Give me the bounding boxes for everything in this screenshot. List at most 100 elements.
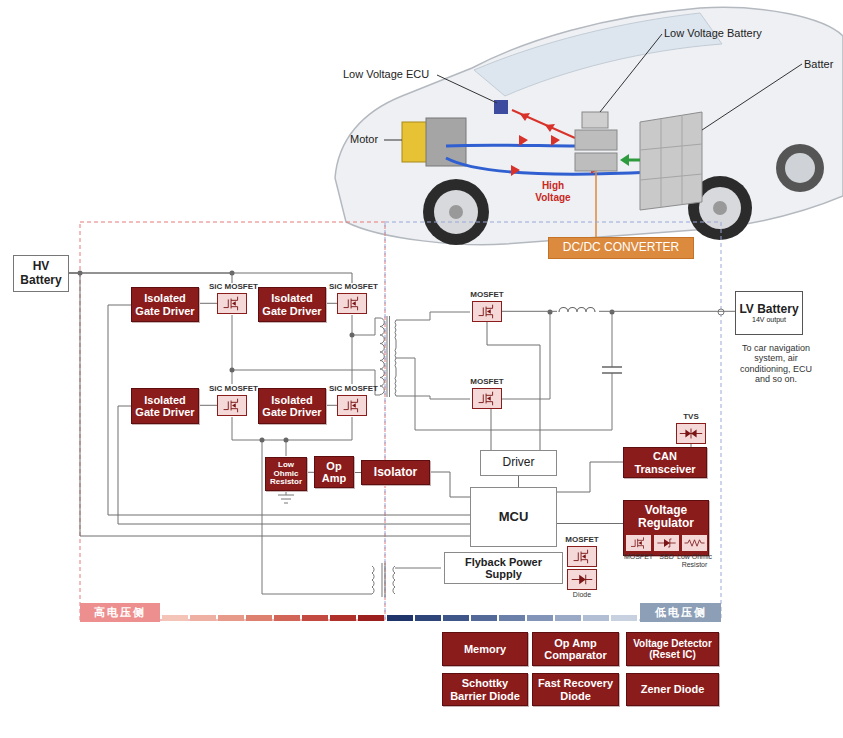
mosfet-lines bbox=[344, 297, 358, 311]
bar-segment bbox=[611, 615, 637, 621]
wire-connector bbox=[199, 405, 217, 406]
component-box: Isolator bbox=[361, 460, 430, 485]
low-voltage-region bbox=[385, 222, 721, 620]
mosfet-lines bbox=[479, 305, 493, 319]
part-box: TVS bbox=[671, 413, 711, 445]
capacitor bbox=[602, 367, 622, 373]
legend-box: Zener Diode bbox=[626, 673, 719, 706]
part-box: MOSFET bbox=[625, 533, 652, 571]
node-text: SiC MOSFET bbox=[329, 385, 375, 394]
part-box: SiC MOSFET bbox=[329, 283, 375, 319]
resistor-zigzag bbox=[685, 540, 705, 546]
block-box: Driver bbox=[480, 450, 557, 476]
battery-box: HV Battery bbox=[13, 255, 69, 292]
node-text: 14V output bbox=[738, 316, 800, 324]
bar-segment bbox=[415, 615, 441, 621]
bar-segment bbox=[358, 615, 384, 621]
legend-box: Op Amp Comparator bbox=[532, 632, 619, 666]
wire-connector bbox=[69, 273, 232, 283]
part-box: MOSFET bbox=[462, 378, 512, 411]
part-symbol-box bbox=[472, 301, 502, 322]
wire-connector bbox=[199, 303, 217, 304]
mosfet-symbol bbox=[473, 302, 501, 321]
text-label: To car navigation system, air conditioni… bbox=[738, 343, 814, 384]
part-symbol-box bbox=[337, 395, 367, 416]
converter-box: DC/DC CONVERTER bbox=[548, 237, 694, 259]
mosfet-symbol bbox=[218, 396, 246, 415]
wire-connector bbox=[108, 305, 470, 515]
node-text: Voltage Regulator bbox=[626, 504, 706, 530]
part-symbol-box bbox=[217, 293, 247, 314]
schottky-lines bbox=[657, 539, 675, 547]
blue-gradient-bar bbox=[387, 615, 637, 621]
tvs-triangles bbox=[685, 429, 696, 437]
battery-box: LV Battery14V output bbox=[735, 291, 803, 335]
car-window bbox=[474, 13, 722, 96]
node-text: Op Amp Comparator bbox=[535, 637, 616, 661]
flyback-secondary bbox=[393, 566, 395, 594]
block-box: Flyback Power Supply bbox=[444, 552, 563, 583]
mosfet-lines bbox=[224, 297, 238, 311]
mosfet-arrow bbox=[352, 403, 356, 408]
mosfet-lines bbox=[344, 399, 358, 413]
part-box: MOSFET bbox=[462, 291, 512, 323]
bar-segment bbox=[302, 615, 328, 621]
junction-dot bbox=[548, 310, 553, 315]
wire-connector bbox=[326, 303, 337, 304]
bridge-legs bbox=[232, 315, 352, 384]
schottky-symbol bbox=[654, 535, 679, 551]
green-arrowhead bbox=[620, 154, 629, 166]
ground-symbol bbox=[278, 491, 294, 503]
wire-connector bbox=[557, 462, 623, 492]
node-text: TVS bbox=[671, 413, 711, 422]
green-arrow bbox=[628, 159, 640, 162]
schottky-triangle bbox=[664, 539, 670, 547]
diode-lines bbox=[572, 575, 593, 585]
bar-segment bbox=[246, 615, 272, 621]
component-box: Isolated Gate Driver bbox=[131, 388, 199, 424]
leader-lines bbox=[384, 34, 802, 140]
hv-cable bbox=[446, 144, 576, 148]
component-box: Isolated Gate Driver bbox=[258, 388, 326, 424]
flyback-primary bbox=[372, 566, 374, 594]
resistor-symbol bbox=[682, 535, 707, 551]
block-box: MCU bbox=[470, 487, 557, 547]
mosfet-arrow bbox=[639, 541, 642, 545]
mosfet-lines bbox=[479, 392, 493, 406]
wire-connector bbox=[354, 472, 361, 473]
wire-connector bbox=[326, 405, 337, 406]
component-box: Op Amp bbox=[314, 456, 354, 487]
transformer-core bbox=[387, 316, 390, 397]
pink-gradient-bar bbox=[162, 615, 384, 621]
mosfet-arrow bbox=[232, 403, 236, 408]
inductor bbox=[559, 308, 595, 313]
text-label: Batter bbox=[804, 58, 840, 71]
part-box: SBD bbox=[653, 533, 680, 571]
component-box: Isolated Gate Driver bbox=[131, 287, 199, 322]
wire-connector bbox=[502, 311, 735, 312]
mosfet-arrow bbox=[232, 301, 236, 306]
tvs-symbol bbox=[677, 424, 705, 443]
mosfet-arrow bbox=[352, 301, 356, 306]
mosfet-symbol bbox=[338, 396, 366, 415]
mosfet-lines bbox=[631, 537, 644, 548]
side-band: 低电压侧 bbox=[640, 603, 721, 622]
legend-box: Fast Recovery Diode bbox=[532, 673, 619, 706]
node-text: DC/DC CONVERTER bbox=[551, 241, 691, 254]
bar-segment bbox=[583, 615, 609, 621]
terminal bbox=[718, 309, 724, 315]
mosfet-symbol bbox=[473, 389, 501, 408]
wheel-rim bbox=[785, 153, 815, 183]
mosfet-lines bbox=[224, 399, 238, 413]
bridge-tap bbox=[352, 318, 380, 335]
mosfet-symbol bbox=[626, 535, 651, 551]
wheel-rim bbox=[434, 190, 478, 234]
node-text: MCU bbox=[473, 510, 554, 524]
flyback-core bbox=[382, 563, 385, 597]
mosfet-symbol bbox=[218, 294, 246, 313]
legend-box: Memory bbox=[442, 632, 528, 666]
junction-dot bbox=[350, 333, 355, 338]
